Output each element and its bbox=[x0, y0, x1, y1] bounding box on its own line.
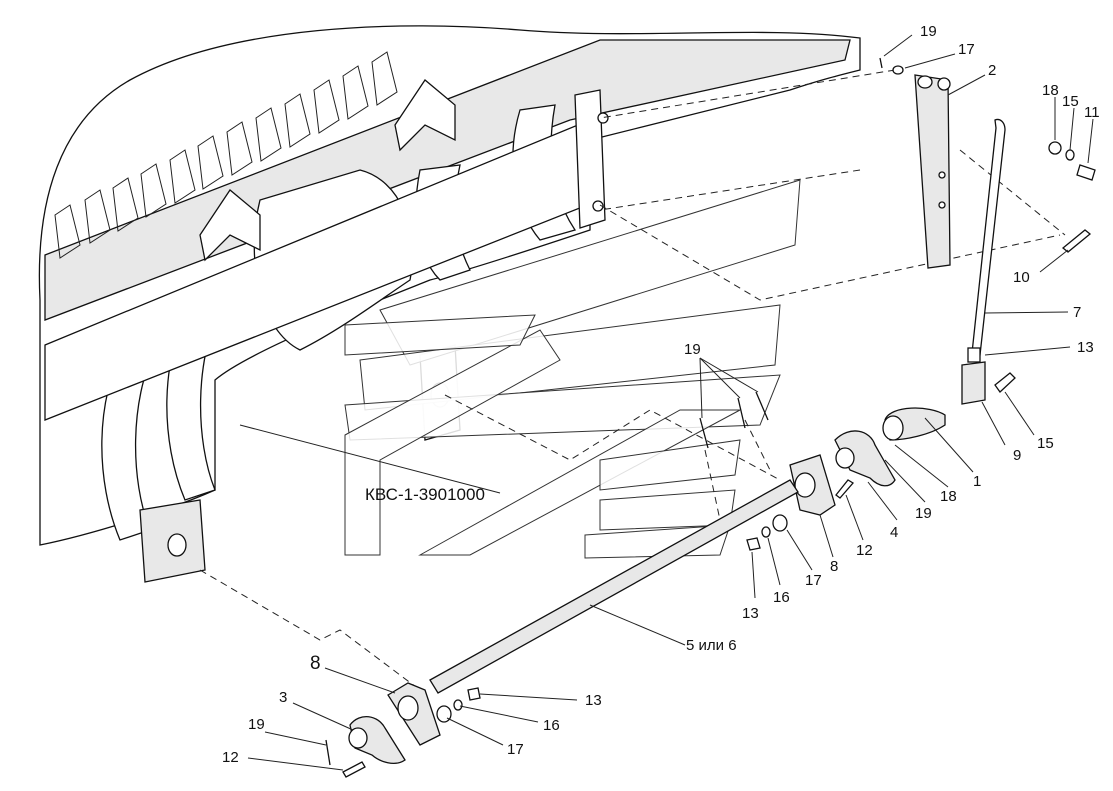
callout-14: 15 bbox=[1037, 435, 1054, 452]
callout-8-left: 8 bbox=[310, 653, 321, 674]
callout-17: 18 bbox=[1042, 82, 1059, 99]
part-clevis-9 bbox=[961, 347, 986, 405]
part-bracket-8-left bbox=[387, 682, 441, 746]
callout-3: 3 bbox=[279, 689, 287, 706]
callout-13: 13 bbox=[742, 605, 759, 622]
leader-lines bbox=[239, 34, 1094, 771]
part-bolt-12-mid bbox=[835, 479, 854, 499]
header-housing bbox=[38, 25, 861, 583]
callout-7: 7 bbox=[1073, 304, 1081, 321]
part-washer-16-mid bbox=[772, 514, 788, 532]
callout-11: 11 bbox=[1084, 104, 1100, 121]
callout-labels: КВС-1-3901000 19 17 2 18 15 11 10 7 13 1… bbox=[222, 23, 1100, 766]
callout-8: 8 bbox=[830, 558, 838, 575]
watermark-logo bbox=[344, 179, 801, 559]
callout-15-bottom: 16 bbox=[543, 717, 560, 734]
part-nut-17-top bbox=[1048, 141, 1062, 155]
part-washer-15-bottom bbox=[453, 699, 463, 711]
part-washer-16-bottom bbox=[436, 705, 452, 723]
part-shaft-5-6 bbox=[429, 479, 799, 694]
part-nut-13-mid bbox=[746, 537, 761, 551]
callout-10: 10 bbox=[1013, 269, 1030, 286]
callout-5-6: 5 или 6 bbox=[686, 637, 737, 654]
part-lever-2 bbox=[914, 74, 951, 269]
callout-15: 15 bbox=[1062, 93, 1079, 110]
callout-19-left: 19 bbox=[248, 716, 265, 733]
callout-2: 2 bbox=[988, 62, 996, 79]
part-bolt-12-left bbox=[342, 761, 366, 778]
callout-9: 9 bbox=[1013, 447, 1021, 464]
assembly-lines bbox=[199, 69, 1066, 691]
part-pins-19-right bbox=[699, 391, 769, 449]
part-bolt-14 bbox=[994, 372, 1016, 393]
callout-4: 4 bbox=[890, 524, 898, 541]
part-cotter-pin-10 bbox=[1061, 229, 1092, 253]
callout-13: 13 bbox=[1077, 339, 1094, 356]
callout-18: 19 bbox=[915, 505, 932, 522]
callout-1: 1 bbox=[973, 473, 981, 490]
part-pin-18-top bbox=[879, 57, 904, 75]
part-lever-1 bbox=[882, 407, 946, 441]
part-washer-15-top bbox=[1065, 149, 1075, 161]
callout-17: 18 bbox=[940, 488, 957, 505]
part-hook-3 bbox=[348, 716, 406, 764]
callout-12: 12 bbox=[856, 542, 873, 559]
part-bolt-11 bbox=[1076, 164, 1096, 181]
callout-19: 19 bbox=[684, 341, 701, 358]
part-bracket-8-right bbox=[789, 454, 836, 516]
callout-16-bottom: 17 bbox=[507, 741, 524, 758]
callout-12-left: 12 bbox=[222, 749, 239, 766]
part-nut-13-bottom bbox=[467, 687, 481, 701]
callout-16: 17 bbox=[805, 572, 822, 589]
callout-18: 19 bbox=[920, 23, 937, 40]
callout-17: 17 bbox=[958, 41, 975, 58]
callout-13-bottom: 13 bbox=[585, 692, 602, 709]
assembly-label: КВС-1-3901000 bbox=[365, 485, 485, 504]
part-pin-19-left bbox=[325, 739, 331, 766]
part-rod-7 bbox=[971, 118, 1006, 356]
part-washer-15-mid bbox=[761, 526, 771, 538]
callout-15: 16 bbox=[773, 589, 790, 606]
part-hook-4 bbox=[834, 430, 896, 487]
